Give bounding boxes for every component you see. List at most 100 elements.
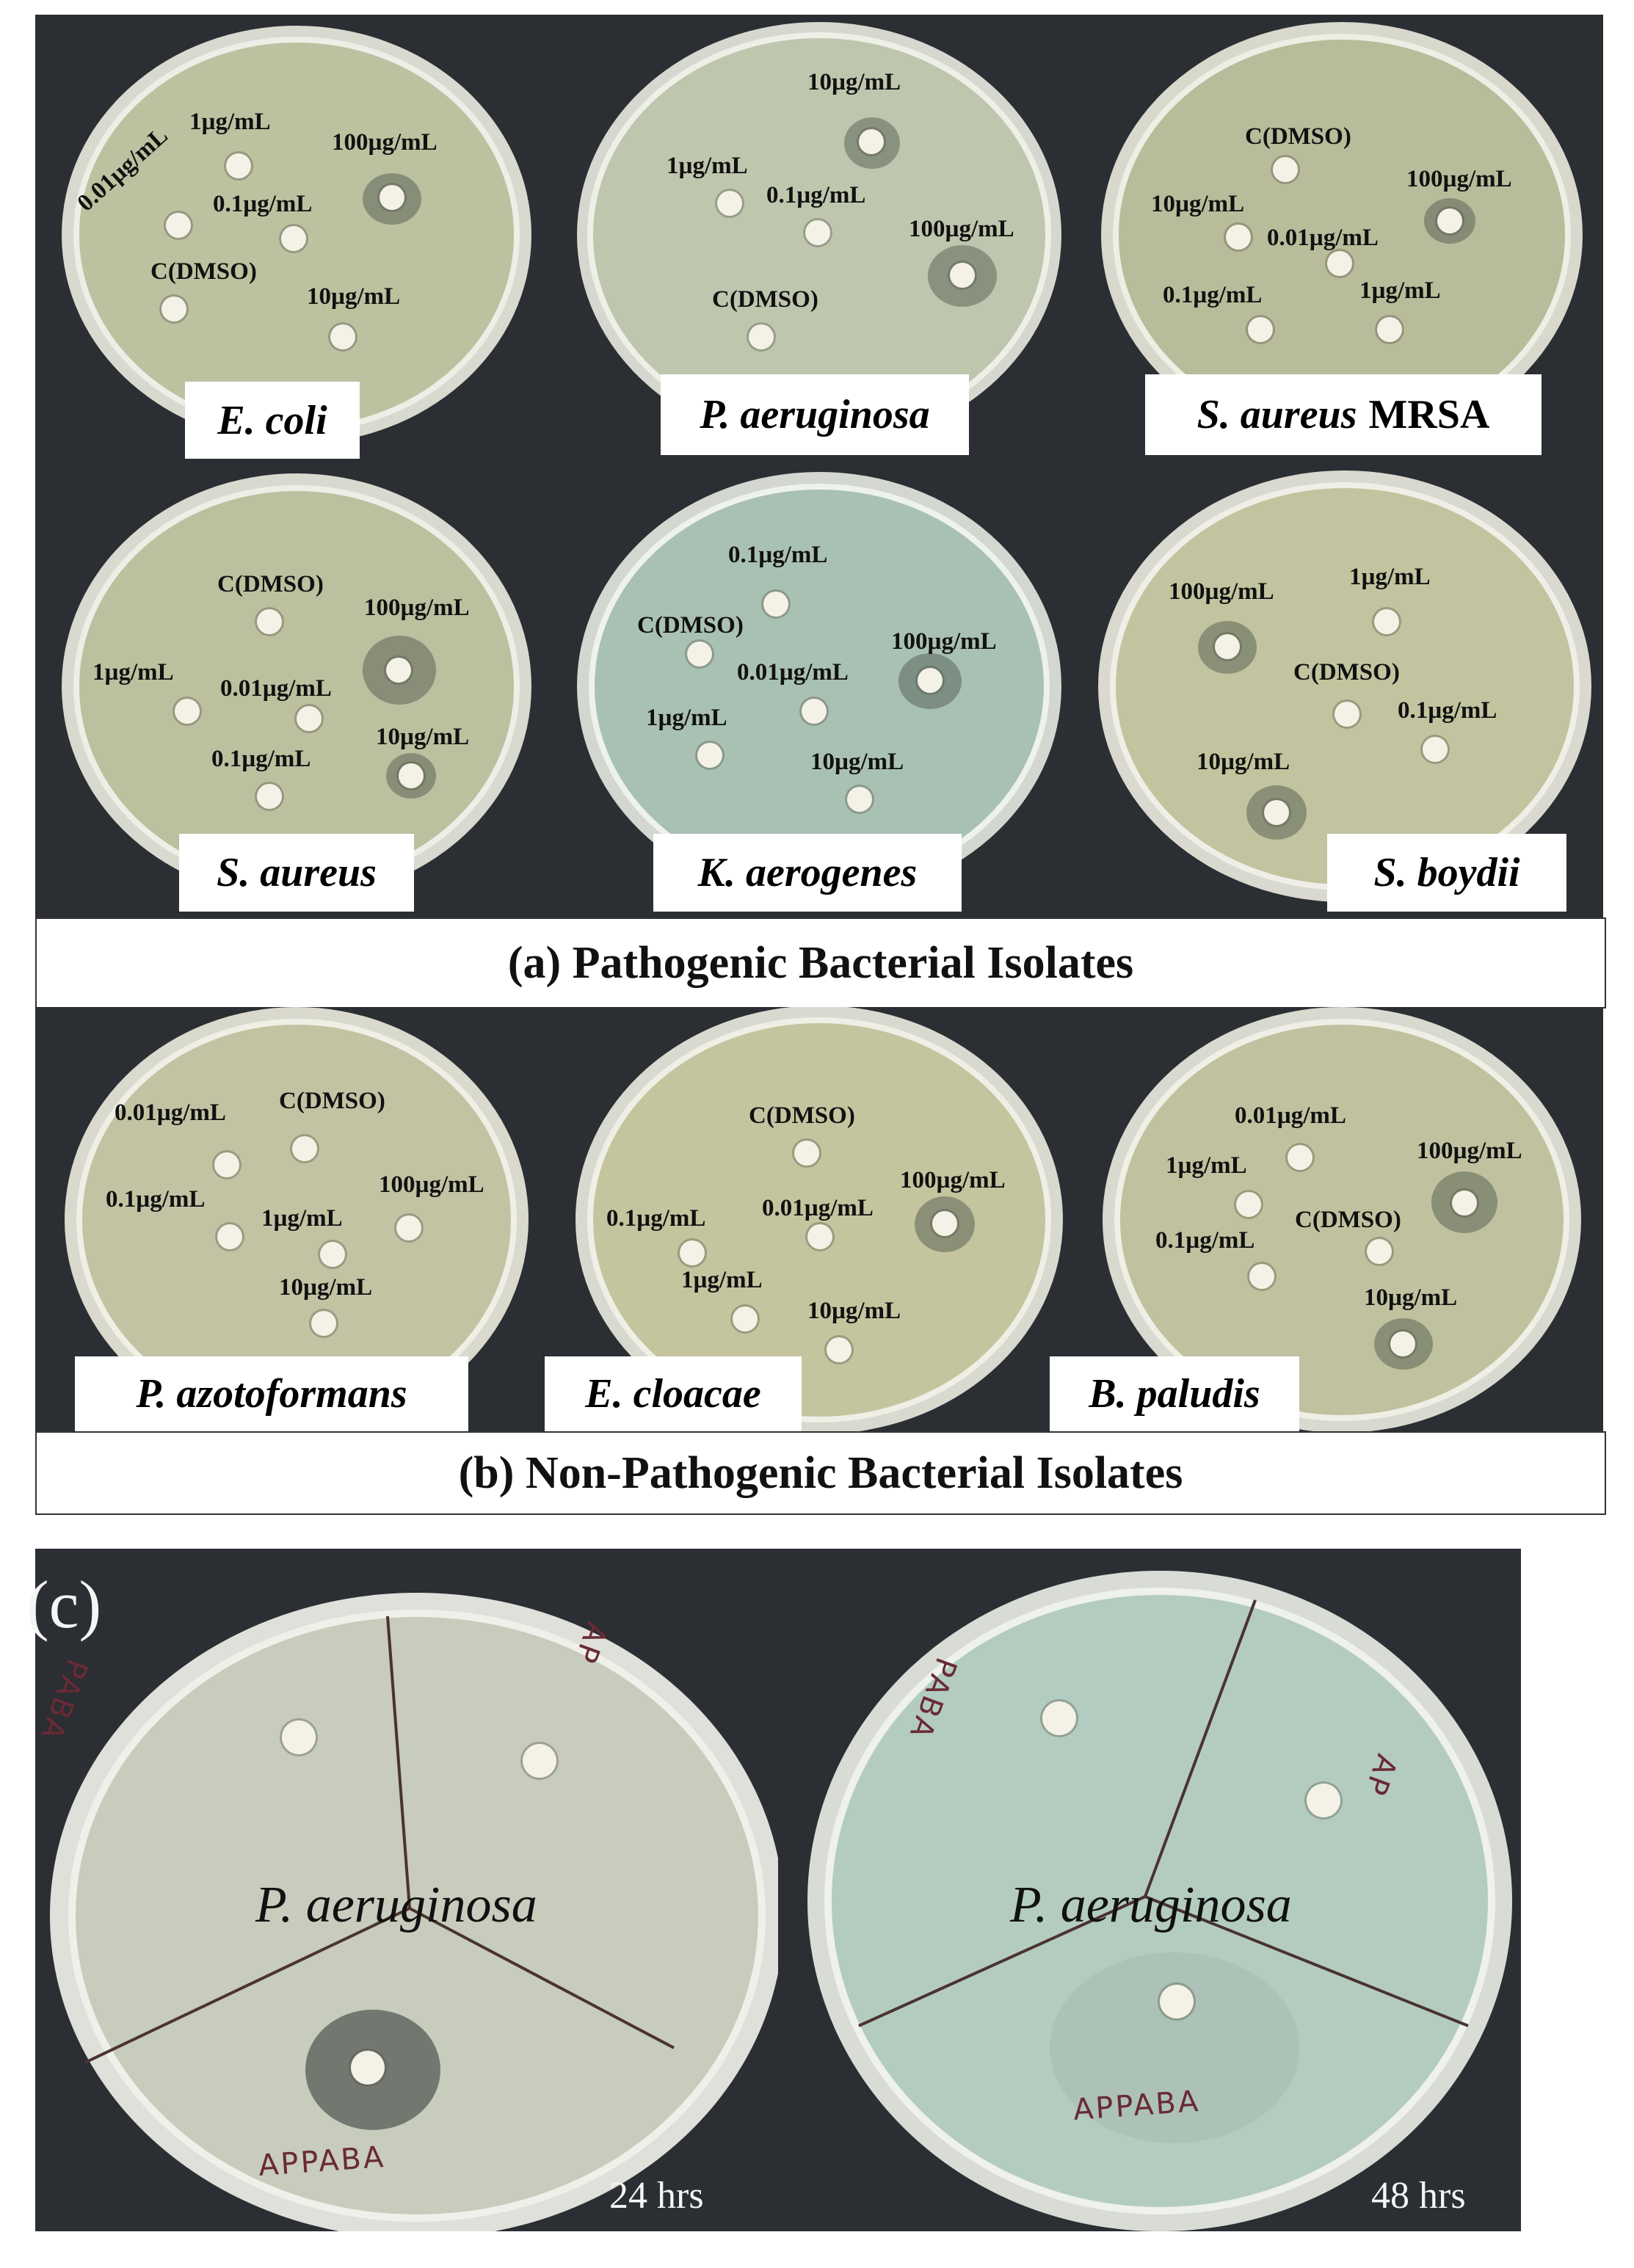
plate-e-cloacae <box>558 1007 1081 1431</box>
concentration-label: 100µg/mL <box>1417 1138 1522 1164</box>
species-label-b-paludis: B. paludis <box>1050 1356 1299 1431</box>
disc <box>311 1311 336 1336</box>
concentration-label: 0.1µg/mL <box>213 191 313 217</box>
petri-dish-image <box>1098 470 1591 902</box>
concentration-label: 1µg/mL <box>189 109 271 135</box>
concentration-label: 100µg/mL <box>1169 578 1274 605</box>
species-name: S. aureus <box>217 850 377 895</box>
disc <box>1248 317 1273 342</box>
disc <box>257 609 282 634</box>
disc <box>807 1224 832 1249</box>
species-name: K. aerogenes <box>697 850 918 895</box>
concentration-label: 0.01µg/mL <box>1235 1102 1346 1129</box>
disc-paba <box>1042 1701 1076 1735</box>
concentration-label: C(DMSO) <box>749 1102 855 1129</box>
disc <box>161 297 186 321</box>
disc <box>396 1215 421 1240</box>
concentration-label: 0.01µg/mL <box>1267 225 1379 251</box>
species-suffix: MRSA <box>1368 392 1490 437</box>
concentration-label: 1µg/mL <box>92 659 174 686</box>
disc <box>827 1337 852 1362</box>
concentration-label: 0.1µg/mL <box>1163 282 1263 308</box>
species-label-p-azotoformans: P. azotoformans <box>75 1356 468 1431</box>
concentration-label: 10µg/mL <box>807 1298 901 1324</box>
concentration-label: 10µg/mL <box>376 724 470 750</box>
disc <box>802 699 827 724</box>
concentration-label: 100µg/mL <box>909 216 1014 242</box>
concentration-label: 0.1µg/mL <box>106 1186 206 1213</box>
disc <box>1264 800 1289 825</box>
disc <box>733 1306 758 1331</box>
petri-dish-image <box>1101 22 1583 448</box>
disc <box>1226 225 1251 250</box>
disc <box>794 1141 819 1166</box>
disc <box>330 324 355 349</box>
concentration-label: 100µg/mL <box>891 628 997 655</box>
species-label-e-coli: E. coli <box>185 382 360 459</box>
concentration-label: 0.1µg/mL <box>766 182 866 208</box>
disc <box>320 1242 345 1267</box>
concentration-label: C(DMSO) <box>217 571 324 597</box>
petri-dish-image <box>575 1007 1063 1431</box>
plate-48h <box>778 1549 1521 2231</box>
concentration-label: 10µg/mL <box>279 1274 373 1301</box>
concentration-label: 0.1µg/mL <box>211 746 311 772</box>
concentration-label: C(DMSO) <box>279 1088 385 1114</box>
concentration-label: 1µg/mL <box>261 1205 343 1232</box>
species-label-k-aerogenes: K. aerogenes <box>653 834 962 912</box>
disc <box>380 185 404 210</box>
organism-label: P. aeruginosa <box>255 1877 537 1933</box>
petri-dish-image <box>65 1007 529 1431</box>
concentration-label: C(DMSO) <box>1245 123 1351 150</box>
concentration-label: C(DMSO) <box>712 286 818 313</box>
concentration-label: 100µg/mL <box>379 1171 484 1198</box>
disc <box>1335 702 1359 727</box>
petri-dish-image <box>1103 1007 1581 1431</box>
concentration-label: 1µg/mL <box>667 153 748 179</box>
disc <box>1215 634 1240 659</box>
concentration-label: 1µg/mL <box>1359 277 1441 304</box>
concentration-label: C(DMSO) <box>1295 1207 1401 1233</box>
disc-appaba <box>1160 1985 1194 2018</box>
plate-p-azotoformans <box>35 1007 558 1431</box>
species-name: E. cloacae <box>585 1371 761 1417</box>
disc <box>847 787 872 812</box>
disc <box>1249 1264 1274 1289</box>
disc <box>281 226 306 251</box>
plate-k-aerogenes <box>558 466 1081 917</box>
disc <box>297 706 322 731</box>
concentration-label: 0.1µg/mL <box>728 542 828 568</box>
concentration-label: 1µg/mL <box>1166 1152 1247 1179</box>
species-name: P. aeruginosa <box>700 392 930 437</box>
concentration-label: 0.1µg/mL <box>1155 1227 1255 1254</box>
disc <box>1327 251 1352 276</box>
disc <box>1288 1145 1312 1170</box>
disc-appaba <box>351 2051 385 2085</box>
concentration-label: 1µg/mL <box>681 1267 763 1293</box>
concentration-label: 10µg/mL <box>1197 749 1290 775</box>
concentration-label: 100µg/mL <box>364 595 470 621</box>
disc <box>1377 317 1402 342</box>
concentration-label: 1µg/mL <box>1349 564 1431 590</box>
concentration-label: 10µg/mL <box>1151 191 1245 217</box>
disc <box>214 1152 239 1177</box>
plate-b-paludis <box>1081 1007 1603 1431</box>
concentration-label: 10µg/mL <box>810 749 904 775</box>
concentration-label: 100µg/mL <box>332 129 437 156</box>
disc <box>1390 1331 1415 1356</box>
organism-label: P. aeruginosa <box>1010 1877 1292 1933</box>
disc <box>932 1211 957 1236</box>
disc <box>1374 609 1399 634</box>
plate-s-boydii <box>1081 466 1603 917</box>
disc <box>717 191 742 216</box>
concentration-label: 10µg/mL <box>1364 1284 1458 1311</box>
species-name: B. paludis <box>1089 1371 1260 1417</box>
concentration-label: 100µg/mL <box>900 1167 1006 1193</box>
disc <box>257 784 282 809</box>
concentration-label: 10µg/mL <box>307 283 401 310</box>
species-name: S. aureus <box>1197 392 1357 437</box>
species-name: P. azotoformans <box>136 1371 407 1417</box>
disc <box>399 763 424 788</box>
concentration-label: 10µg/mL <box>807 69 901 95</box>
species-label-s-boydii: S. boydii <box>1327 834 1566 912</box>
